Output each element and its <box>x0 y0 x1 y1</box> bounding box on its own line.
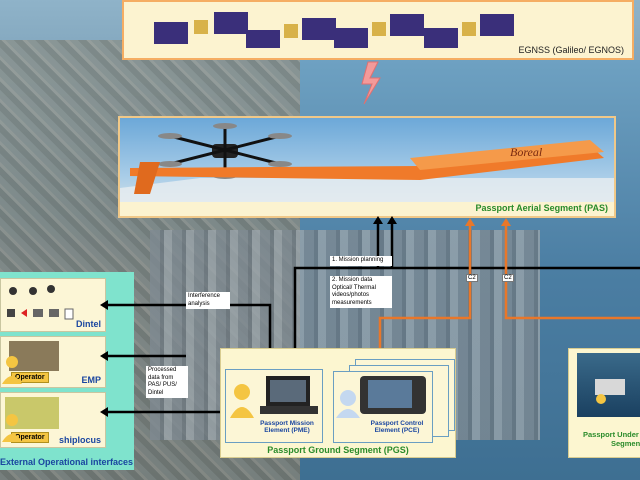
device-icon <box>49 309 59 317</box>
pus-box: Passport Under Segment <box>568 348 640 458</box>
pgs-label: Passport Ground Segment (PGS) <box>267 445 409 455</box>
pce-element: Passport Control Element (PCE) <box>333 371 433 443</box>
satellite-icons <box>154 12 514 48</box>
pus-label: Passport Under Segment <box>583 430 640 450</box>
shiplocus-label: shiplocus <box>58 435 101 445</box>
arrowhead <box>100 300 108 310</box>
pas-label-bar: Passport Aerial Segment (PAS) <box>120 202 614 216</box>
c2-link-pus <box>504 222 640 320</box>
arrowhead <box>387 216 397 224</box>
dintel-label: Dintel <box>75 319 101 329</box>
pus-label-line2: Segment <box>611 439 640 449</box>
pas-data-link <box>293 266 640 368</box>
pas-box: Boreal Passport Aerial Segment (PAS) <box>118 116 616 218</box>
interference-link <box>108 303 272 368</box>
satellite-icon <box>154 12 248 44</box>
underwater-vehicle-photo <box>577 353 640 417</box>
person-icon <box>7 309 15 317</box>
operator-icon <box>2 356 22 384</box>
laptop-icon <box>260 376 318 414</box>
egnss-box: EGNSS (Galileo/ EGNOS) <box>122 0 634 60</box>
satellite-icon <box>246 18 336 48</box>
pgs-box: Passport Mission Element (PME) Passport … <box>220 348 456 458</box>
pme-label: Passport Mission Element (PME) <box>260 420 314 435</box>
pus-label-line1: Passport Under <box>583 429 639 439</box>
arrowhead <box>501 218 511 226</box>
c2-tag: C2 <box>502 274 514 282</box>
drone-icon <box>158 123 292 179</box>
operator-icon <box>230 384 254 418</box>
interference-note: Interference analysis <box>186 292 230 309</box>
c2-link-pce <box>378 222 472 366</box>
document-icon <box>64 308 74 320</box>
mission-data-note: 2. Mission data Optical/ Thermal videos/… <box>330 276 392 308</box>
pme-illustration <box>230 376 318 418</box>
pas-illustration: Boreal <box>120 123 614 204</box>
device-icon <box>33 309 43 317</box>
egnss-label: EGNSS (Galileo/ EGNOS) <box>518 45 624 55</box>
external-interfaces-box: Dintel Operator EMP Operator shiplocus E… <box>0 272 134 470</box>
processed-data-note: Processed data from PAS/ PUS/ Dintel <box>146 366 188 398</box>
emp-photo <box>9 341 59 371</box>
arrow-icon <box>21 309 27 317</box>
aircraft-brand-text: Boreal <box>510 145 543 159</box>
arrowhead <box>100 407 108 417</box>
pce-label: Passport Control Element (PCE) <box>370 420 424 435</box>
pme-element: Passport Mission Element (PME) <box>225 369 323 443</box>
dintel-panel: Dintel <box>0 278 106 332</box>
fixed-wing-aircraft-icon <box>130 140 604 194</box>
drone-icon <box>29 287 37 295</box>
arrowhead <box>465 218 475 226</box>
satellite-icon <box>334 14 424 48</box>
drone-icon <box>47 285 55 293</box>
arrowhead <box>100 351 108 361</box>
dintel-icons <box>7 285 74 320</box>
rov-icon <box>595 379 625 404</box>
pas-label: Passport Aerial Segment (PAS) <box>475 203 608 213</box>
pce-illustration <box>336 376 426 418</box>
drone-icon <box>9 287 17 295</box>
operator-icon <box>336 390 360 418</box>
satellite-icon <box>424 14 514 48</box>
operator-icon <box>2 414 22 442</box>
external-interfaces-label: External Operational interfaces <box>0 457 134 467</box>
arrowhead <box>373 216 383 224</box>
c2-tag: C2 <box>466 274 478 282</box>
rugged-tablet-icon <box>360 376 426 414</box>
emp-label: EMP <box>81 375 101 385</box>
mission-planning-note: 1. Mission planning <box>330 256 392 266</box>
